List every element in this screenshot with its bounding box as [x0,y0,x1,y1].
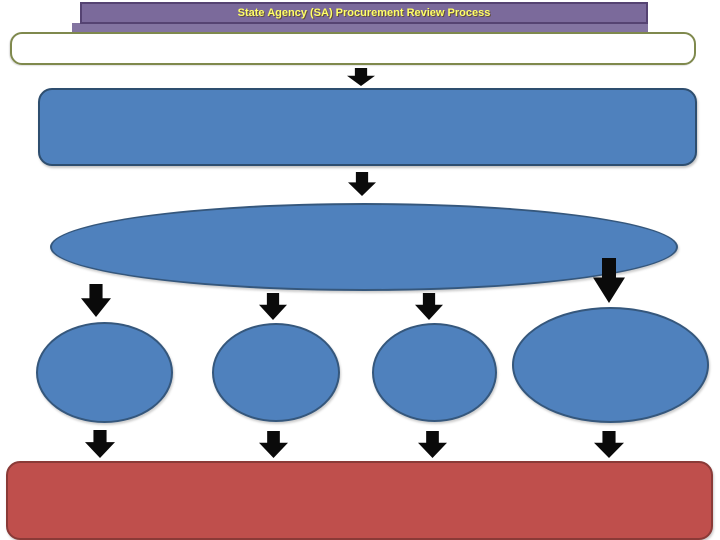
down-arrow-icon [418,431,447,458]
flow-node-branch3 [372,323,497,422]
flow-node-step2 [50,203,678,291]
down-arrow-icon [594,431,624,458]
down-arrow-icon [593,258,625,303]
down-arrow-icon [347,68,375,86]
flow-node-start [10,32,696,65]
down-arrow-icon [348,172,376,196]
flow-node-step1 [38,88,697,166]
down-arrow-icon [259,293,287,320]
down-arrow-icon [81,284,111,317]
flow-node-branch4 [512,307,709,423]
down-arrow-icon [415,293,443,320]
flow-node-branch2 [212,323,340,422]
flow-node-branch1 [36,322,173,423]
title-bar-shadow [72,23,648,33]
down-arrow-icon [259,431,288,458]
title-bar: State Agency (SA) Procurement Review Pro… [80,2,648,24]
slide-title: State Agency (SA) Procurement Review Pro… [237,6,491,19]
flow-node-end [6,461,713,540]
down-arrow-icon [85,430,115,458]
